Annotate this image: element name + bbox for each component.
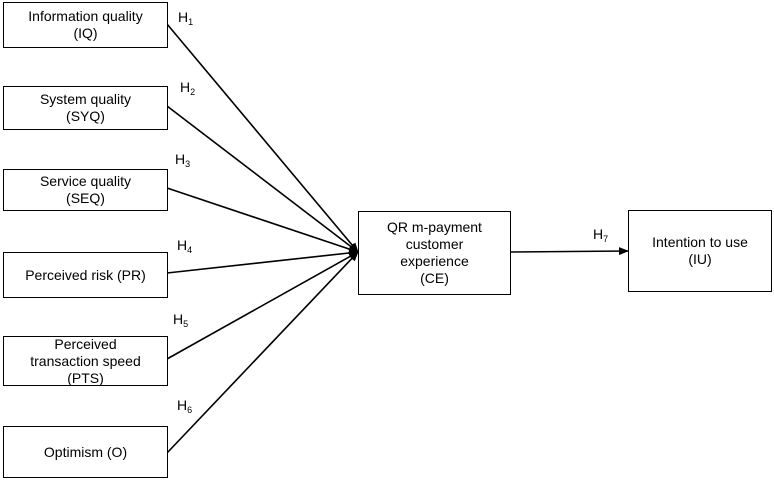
path-h1-arrow <box>166 23 359 253</box>
construct-perceived-transaction-speed: Perceived transaction speed (PTS) <box>3 336 168 386</box>
construct-perceived-risk: Perceived risk (PR) <box>3 252 168 298</box>
hypothesis-h7-label: H7 <box>593 227 608 246</box>
construct-optimism: Optimism (O) <box>3 426 168 478</box>
hypothesis-number: 3 <box>185 159 191 169</box>
hypothesis-letter: H <box>175 151 186 167</box>
hypothesis-h4-label: H4 <box>177 238 192 257</box>
construct-service-quality-label: Service quality (SEQ) <box>39 173 132 206</box>
path-h2-arrow <box>166 105 359 253</box>
hypothesis-letter: H <box>180 79 191 95</box>
construct-customer-experience-label: QR m-payment customer experience (CE) <box>387 219 482 286</box>
construct-system-quality-label: System quality (SYQ) <box>39 91 132 124</box>
construct-perceived-transaction-speed-label: Perceived transaction speed (PTS) <box>30 335 141 386</box>
path-h4-arrow <box>166 249 359 274</box>
path-h3-arrow <box>166 187 359 253</box>
hypothesis-letter: H <box>178 9 189 25</box>
hypothesis-number: 5 <box>183 319 189 329</box>
path-h6-arrow <box>166 251 359 454</box>
hypothesis-number: 2 <box>190 87 196 97</box>
construct-service-quality: Service quality (SEQ) <box>3 169 168 211</box>
path-h5-arrow <box>166 251 359 360</box>
hypothesis-h1-label: H1 <box>178 10 193 29</box>
hypothesis-number: 1 <box>188 17 194 27</box>
hypothesis-h5-label: H5 <box>173 312 188 331</box>
hypothesis-h3-label: H3 <box>175 152 190 171</box>
construct-information-quality: Information quality (IQ) <box>3 2 168 48</box>
hypothesis-h2-label: H2 <box>180 80 195 99</box>
path-h7-arrow <box>510 247 629 256</box>
hypothesis-letter: H <box>173 311 184 327</box>
hypothesis-letter: H <box>177 237 188 253</box>
construct-information-quality-label: Information quality (IQ) <box>28 8 143 41</box>
construct-customer-experience: QR m-payment customer experience (CE) <box>358 211 511 295</box>
hypothesis-number: 4 <box>187 245 193 255</box>
hypothesis-letter: H <box>593 226 604 242</box>
construct-intention-to-use: Intention to use (IU) <box>628 210 772 292</box>
hypothesis-number: 7 <box>603 234 609 244</box>
hypothesis-letter: H <box>177 397 188 413</box>
construct-perceived-risk-label: Perceived risk (PR) <box>25 266 146 283</box>
hypothesis-number: 6 <box>187 405 193 415</box>
construct-system-quality: System quality (SYQ) <box>3 86 168 130</box>
construct-intention-to-use-label: Intention to use (IU) <box>652 234 748 267</box>
hypothesis-h6-label: H6 <box>177 398 192 417</box>
construct-optimism-label: Optimism (O) <box>43 443 128 460</box>
